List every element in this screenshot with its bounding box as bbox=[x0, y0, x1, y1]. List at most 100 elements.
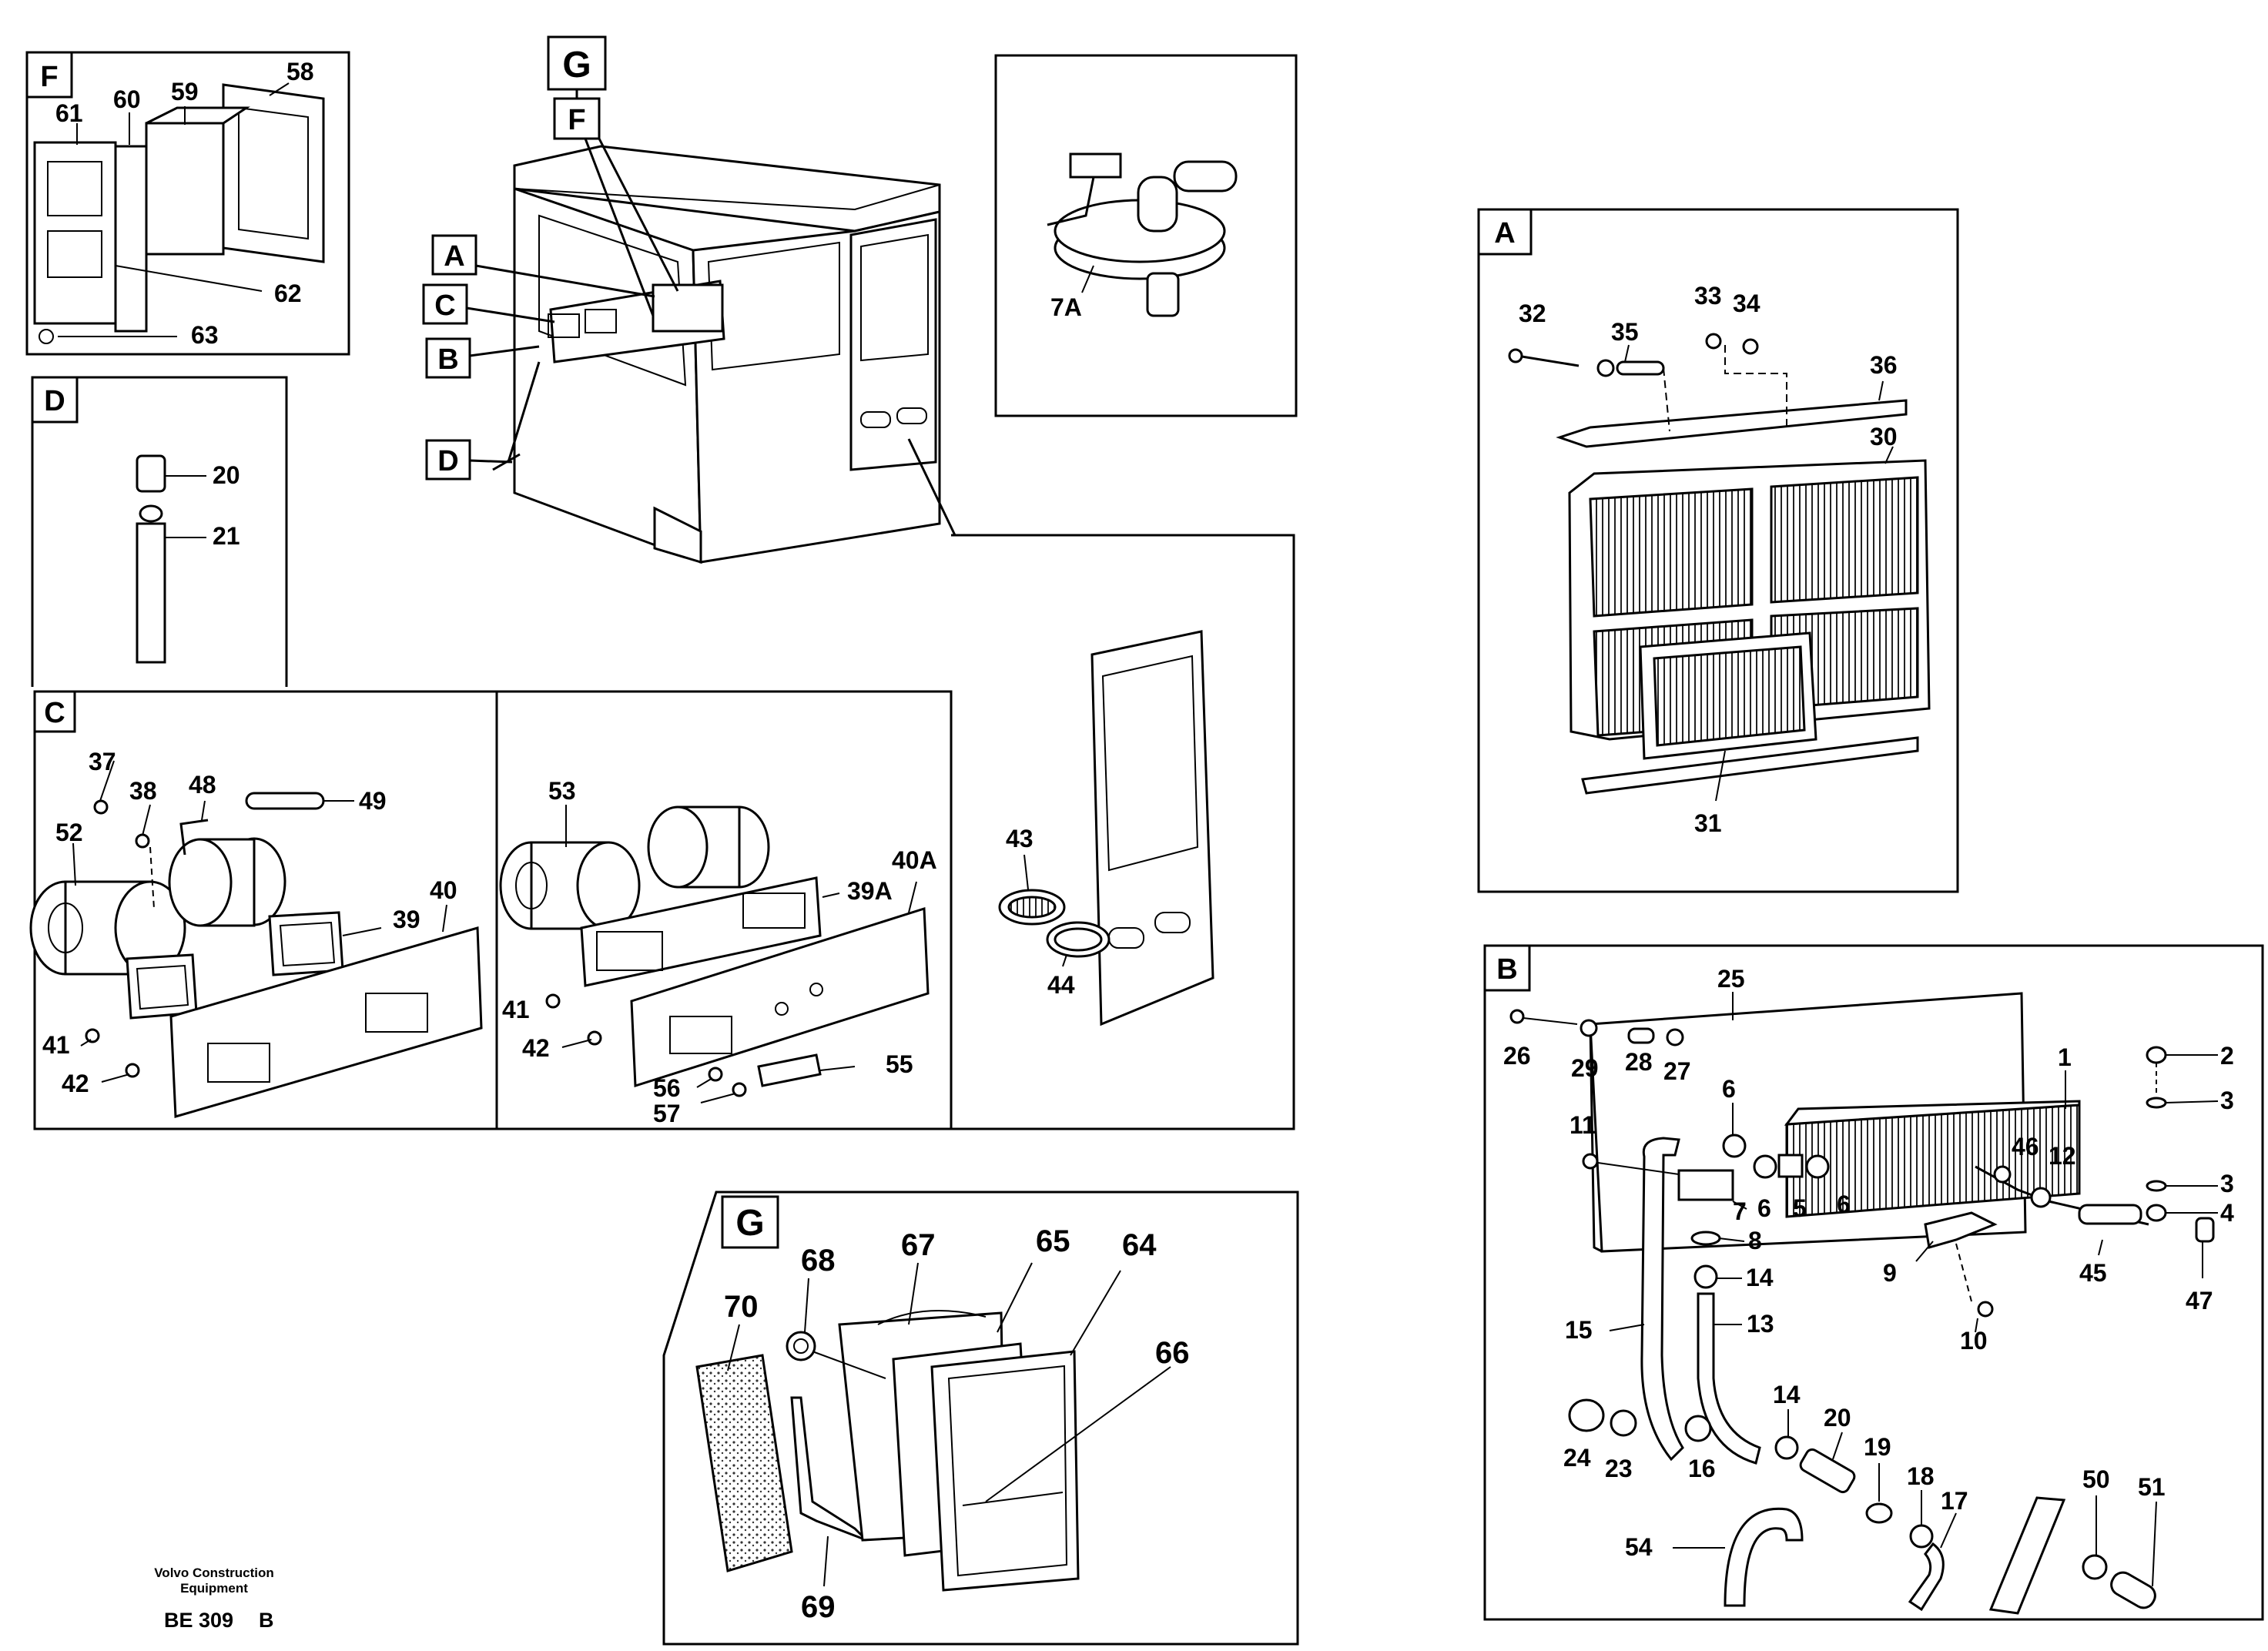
part-13-hose bbox=[1697, 1292, 1761, 1465]
label-40a: 40A bbox=[892, 846, 937, 874]
cab-overview: G F A C B D bbox=[422, 35, 956, 564]
label-36: 36 bbox=[1870, 351, 1898, 379]
callout-d-box[interactable] bbox=[425, 439, 471, 481]
label-7: 7 bbox=[1733, 1197, 1747, 1225]
label-38: 38 bbox=[129, 777, 157, 805]
label-7a: 7A bbox=[1050, 293, 1082, 321]
part-32-screw bbox=[1508, 348, 1523, 363]
panel-b-frame bbox=[1483, 944, 2264, 1621]
part-54-hose bbox=[1724, 1507, 1804, 1607]
part-24-grommet bbox=[1568, 1398, 1605, 1432]
part-6-clip-c bbox=[1805, 1154, 1830, 1179]
label-59: 59 bbox=[171, 78, 199, 105]
part-16-clamp bbox=[1684, 1415, 1712, 1442]
part-41b-screw bbox=[545, 993, 561, 1009]
part-59-housing bbox=[145, 122, 225, 256]
part-14-clamp-a bbox=[1693, 1264, 1718, 1289]
label-62: 62 bbox=[274, 280, 302, 307]
part-40-plate bbox=[169, 926, 483, 1118]
label-23: 23 bbox=[1605, 1455, 1633, 1482]
label-2: 2 bbox=[2220, 1042, 2234, 1070]
part-45-cable bbox=[2078, 1204, 2142, 1225]
label-49: 49 bbox=[359, 787, 387, 815]
part-18-clamp bbox=[1909, 1524, 1934, 1549]
part-20-nut bbox=[136, 454, 166, 493]
label-26: 26 bbox=[1503, 1042, 1531, 1070]
label-67: 67 bbox=[901, 1228, 936, 1262]
part-5-nipple bbox=[1777, 1154, 1804, 1178]
panel-b-tag-box bbox=[1483, 944, 1531, 992]
label-11: 11 bbox=[1570, 1111, 1596, 1139]
panel-d-tag-box bbox=[31, 376, 79, 424]
label-46: 46 bbox=[2012, 1133, 2039, 1160]
panel-c-tag-box bbox=[33, 690, 76, 733]
label-54: 54 bbox=[1625, 1533, 1653, 1561]
label-47: 47 bbox=[2186, 1287, 2213, 1314]
label-20b: 20 bbox=[1824, 1404, 1851, 1432]
label-42b: 42 bbox=[522, 1034, 550, 1062]
panel-d-frame bbox=[31, 376, 288, 687]
footer-brand-sub: Equipment bbox=[180, 1581, 248, 1596]
part-26-screw bbox=[1509, 1009, 1525, 1024]
panel-f-tag: F bbox=[40, 61, 58, 93]
part-36-bracket bbox=[1556, 399, 1908, 448]
label-24: 24 bbox=[1563, 1444, 1591, 1472]
label-6b: 6 bbox=[1757, 1194, 1771, 1222]
panel-valve-frame bbox=[994, 54, 1298, 417]
part-34-washer bbox=[1742, 338, 1759, 355]
label-53: 53 bbox=[548, 777, 576, 805]
panel-b-tag: B bbox=[1496, 953, 1517, 986]
part-39a-gasket bbox=[580, 876, 822, 987]
label-6c: 6 bbox=[1837, 1191, 1851, 1218]
label-3a: 3 bbox=[2220, 1087, 2234, 1114]
label-5: 5 bbox=[1793, 1194, 1807, 1222]
part-11-nut bbox=[1582, 1153, 1599, 1170]
panel-valve: 7A bbox=[994, 54, 1298, 417]
panel-a: A 32 33 34 35 36 30 31 bbox=[1477, 208, 1959, 893]
callout-a-box[interactable] bbox=[431, 234, 477, 276]
label-9: 9 bbox=[1883, 1259, 1897, 1287]
footer: Volvo Construction Equipment BE 309 B bbox=[154, 1566, 274, 1632]
label-39a: 39A bbox=[847, 877, 893, 905]
label-30: 30 bbox=[1870, 423, 1898, 450]
callout-b-box[interactable] bbox=[425, 337, 471, 379]
part-27-nut bbox=[1666, 1028, 1684, 1047]
label-28: 28 bbox=[1625, 1048, 1653, 1076]
label-57: 57 bbox=[653, 1100, 681, 1127]
label-63: 63 bbox=[191, 321, 219, 349]
label-25: 25 bbox=[1717, 965, 1745, 993]
part-63-screw bbox=[39, 329, 54, 344]
label-52: 52 bbox=[55, 819, 83, 846]
label-41: 41 bbox=[42, 1031, 70, 1059]
label-68: 68 bbox=[801, 1244, 836, 1278]
label-50: 50 bbox=[2082, 1465, 2110, 1493]
label-60: 60 bbox=[113, 85, 141, 113]
part-61-frame bbox=[33, 141, 117, 325]
callout-f-box[interactable] bbox=[553, 97, 601, 140]
part-4-nut bbox=[2146, 1204, 2167, 1222]
footer-code: BE 309 bbox=[164, 1609, 233, 1632]
label-39: 39 bbox=[393, 906, 420, 933]
panel-door: 43 44 bbox=[951, 534, 1295, 1130]
callout-f: F bbox=[568, 104, 585, 136]
panel-f-tag-box bbox=[25, 51, 73, 99]
part-51-hose bbox=[1988, 1496, 2066, 1615]
part-8-washer bbox=[1690, 1231, 1721, 1246]
part-38-nut bbox=[135, 833, 150, 849]
cab-door bbox=[849, 218, 937, 471]
label-61: 61 bbox=[55, 99, 83, 127]
part-56-screw bbox=[708, 1067, 723, 1082]
panel-c: C 37 38 48 bbox=[29, 690, 498, 1130]
part-7-valve bbox=[1677, 1169, 1734, 1201]
label-6a: 6 bbox=[1722, 1075, 1736, 1103]
label-20: 20 bbox=[213, 461, 240, 489]
label-10: 10 bbox=[1960, 1327, 1988, 1355]
part-35-spacer bbox=[1596, 359, 1615, 377]
label-44: 44 bbox=[1047, 971, 1075, 999]
part-29-nut bbox=[1580, 1019, 1598, 1037]
callout-c-box[interactable] bbox=[422, 283, 468, 325]
label-29: 29 bbox=[1571, 1054, 1599, 1082]
filter-cell-1 bbox=[1589, 487, 1754, 618]
part-42-washer bbox=[125, 1063, 140, 1078]
